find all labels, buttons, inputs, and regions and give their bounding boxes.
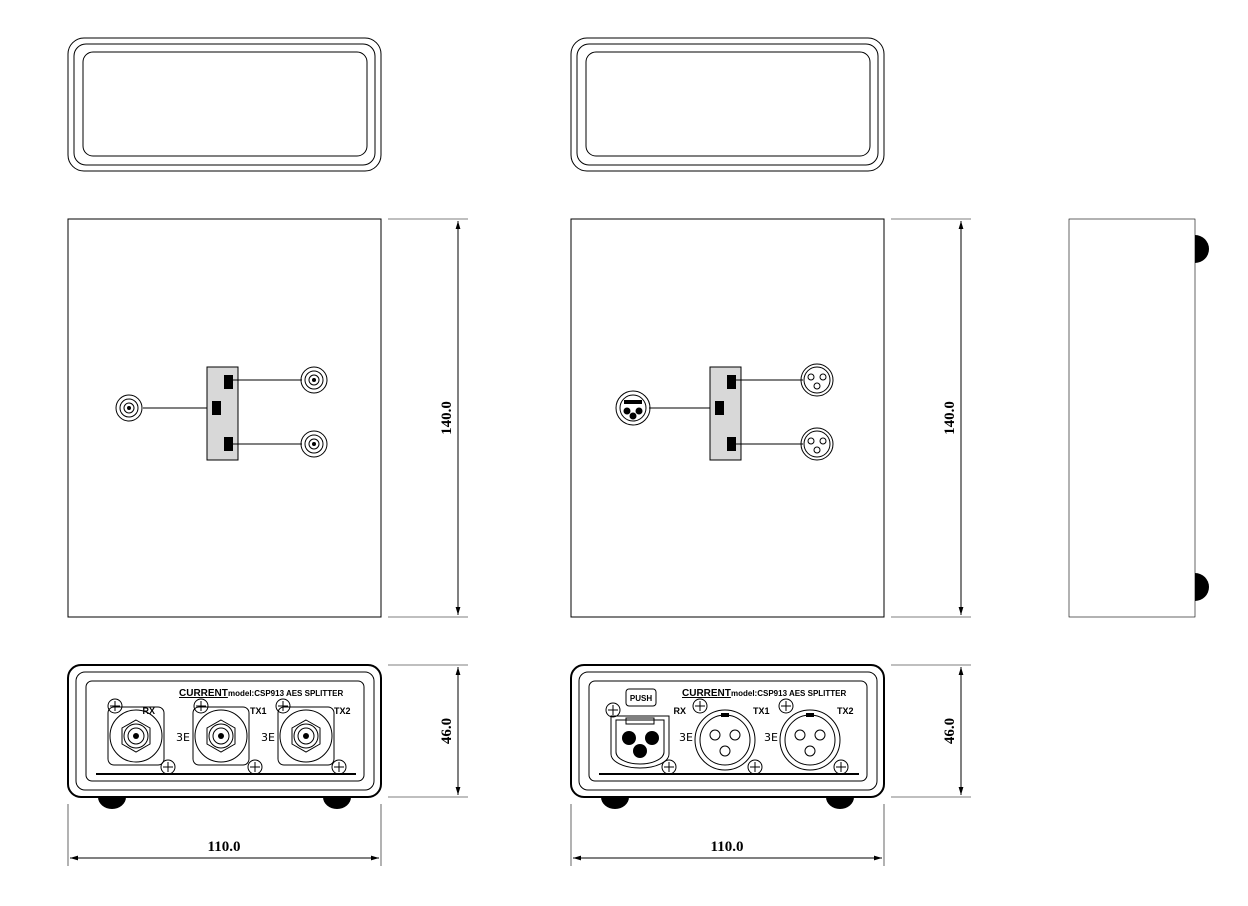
dimension-height-left: 140.0 <box>388 218 468 618</box>
port-label-tx2-xlr: TX2 <box>837 706 854 716</box>
dimension-width-right: 110.0 <box>570 804 885 866</box>
plan-view-xlr <box>570 218 885 618</box>
isolation-symbol-1-xlr: 3E <box>679 731 693 744</box>
screw-icon <box>661 759 677 775</box>
front-panel-bnc: CURRENT model:CSP913 AES SPLITTER RX TX1… <box>67 664 382 809</box>
dimension-front-height-right: 46.0 <box>891 664 971 798</box>
bnc-connector-tx1 <box>192 706 250 766</box>
xlr-female-plan <box>615 390 651 426</box>
bnc-connector-rx <box>107 706 165 766</box>
dimension-label-110-right: 110.0 <box>711 839 744 855</box>
brand-label-bnc: CURRENT <box>179 688 228 699</box>
port-label-tx1-bnc: TX1 <box>250 706 267 716</box>
bnc-jack-out1 <box>300 366 328 394</box>
screw-icon <box>692 698 708 714</box>
isolation-symbol-2-xlr: 3E <box>764 731 778 744</box>
port-label-rx-xlr: RX <box>673 706 686 716</box>
screw-icon <box>331 759 347 775</box>
screw-icon <box>247 759 263 775</box>
screw-icon <box>107 698 123 714</box>
top-view-xlr <box>570 37 885 172</box>
svg-text:CURRENT: CURRENT <box>179 688 228 699</box>
front-panel-xlr: CURRENT model:CSP913 AES SPLITTER RX TX1… <box>570 664 885 809</box>
xlr-male-plan-2 <box>800 427 834 461</box>
svg-text:CURRENT: CURRENT <box>682 688 731 699</box>
bnc-jack-out2 <box>300 430 328 458</box>
dimension-label-46-right: 46.0 <box>942 718 958 744</box>
side-view <box>1068 218 1209 618</box>
screw-icon <box>275 698 291 714</box>
screw-icon <box>747 759 763 775</box>
port-label-tx2-bnc: TX2 <box>334 706 351 716</box>
dimension-label-140-left: 140.0 <box>439 401 455 435</box>
screw-icon <box>160 759 176 775</box>
xlr-male-plan-1 <box>800 363 834 397</box>
screw-icon <box>193 698 209 714</box>
port-label-rx-bnc: RX <box>142 706 155 716</box>
dimension-label-140-right: 140.0 <box>942 401 958 435</box>
screw-icon <box>833 759 849 775</box>
bnc-jack-in <box>115 394 143 422</box>
dimension-label-46-left: 46.0 <box>439 718 455 744</box>
xlr-male-connector-tx2 <box>779 709 841 771</box>
push-latch[interactable]: PUSH <box>625 688 657 707</box>
isolation-symbol-1-bnc: 3E <box>176 731 190 744</box>
bnc-connector-tx2 <box>277 706 335 766</box>
isolation-symbol-2-bnc: 3E <box>261 731 275 744</box>
dimension-width-left: 110.0 <box>67 804 382 866</box>
xlr-male-connector-tx1 <box>694 709 756 771</box>
screw-icon <box>605 702 621 718</box>
dimension-label-110-left: 110.0 <box>208 839 241 855</box>
plan-view-bnc <box>67 218 382 618</box>
model-label-bnc: model:CSP913 AES SPLITTER <box>228 689 344 698</box>
dimension-front-height-left: 46.0 <box>388 664 468 798</box>
dimension-height-right: 140.0 <box>891 218 971 618</box>
model-label-xlr: model:CSP913 AES SPLITTER <box>731 689 847 698</box>
screw-icon <box>778 698 794 714</box>
brand-label-xlr: CURRENT <box>682 688 731 699</box>
xlr-female-connector-rx <box>610 715 670 769</box>
port-label-tx1-xlr: TX1 <box>753 706 770 716</box>
top-view-bnc <box>67 37 382 172</box>
push-label: PUSH <box>630 694 652 703</box>
